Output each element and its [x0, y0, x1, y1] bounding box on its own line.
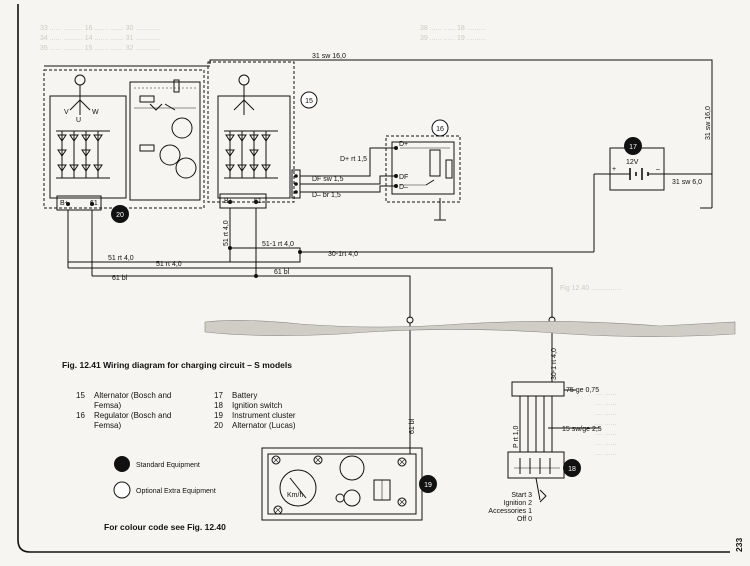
- svg-text:34 ...... .......... 14 .: 34 ...... .......... 14 ....... ....... …: [40, 35, 161, 42]
- bleed-through-texture: 33 ...... .......... 16 ....... ....... …: [40, 25, 622, 457]
- label-dminus: D– br 1,5: [312, 192, 341, 199]
- svg-text:.... ......: .... ......: [595, 420, 616, 427]
- legend-num-15: 15: [76, 391, 85, 400]
- svg-text:.... ......: .... ......: [595, 440, 616, 447]
- page-border: [17, 4, 730, 553]
- label-bplus-right: B+: [224, 198, 233, 205]
- label-61bl-vertical: 61 bl: [409, 418, 416, 434]
- label-31sw16-side: 31 sw 16,0: [705, 106, 712, 140]
- legend-num-20: 20: [214, 421, 223, 430]
- legend-text-17: Battery: [232, 391, 257, 400]
- svg-text:38 ...... ...... 18 ....: 38 ...... ...... 18 ..........: [420, 25, 486, 32]
- label-battery-plus: +: [612, 166, 616, 173]
- label-12v: 12V: [626, 159, 639, 166]
- marker-18-label: 18: [568, 466, 576, 473]
- switch-pos-3: Start 3: [511, 492, 532, 499]
- wire-labels: 31 sw 16,0 31 sw 16,0 D+ rt 1,5 DF sw 1,…: [60, 53, 712, 499]
- equipment-key: Standard Equipment Optional Extra Equipm…: [113, 456, 216, 499]
- marker-17: [624, 137, 642, 155]
- marker-16: [431, 119, 449, 137]
- wiring: [44, 59, 713, 448]
- label-dplus: D+ rt 1,5: [340, 156, 367, 163]
- label-stator-w: W: [92, 109, 99, 116]
- svg-text:33 ...... .......... 16 .: 33 ...... .......... 16 ....... ....... …: [40, 25, 161, 32]
- label-31sw16-top: 31 sw 16,0: [312, 53, 346, 60]
- regulator: [385, 135, 461, 221]
- label-75: 75 ge 0,75: [566, 387, 599, 394]
- svg-text:.... ......: .... ......: [595, 400, 616, 407]
- label-kmh: Km/h: [287, 492, 303, 499]
- label-15: 15 sw/ge 2,5: [562, 426, 602, 433]
- marker-19: [419, 475, 437, 493]
- label-bplus-left: B+: [60, 200, 69, 207]
- marker-16-label: 16: [436, 126, 444, 133]
- switch-pos-1: Accessories 1: [488, 508, 532, 515]
- svg-text:35 ...... .......... 15 .: 35 ...... .......... 15 ....... ....... …: [40, 45, 161, 52]
- legend-text-18: Ignition switch: [232, 401, 282, 410]
- label-regulator-dplus: D+: [399, 141, 408, 148]
- svg-text:.... ......: .... ......: [595, 390, 616, 397]
- label-regulator-dminus: D–: [399, 184, 408, 191]
- component-markers: 15 16 17 18 19 20: [111, 91, 642, 493]
- svg-text:Fig 12.40 ................: Fig 12.40 ................: [560, 285, 622, 292]
- optional-equipment-symbol: [113, 481, 131, 499]
- svg-text:.... ......: .... ......: [595, 450, 616, 457]
- legend-text-19: Instrument cluster: [232, 411, 296, 420]
- label-stator-u: U: [76, 117, 81, 124]
- marker-15: [300, 91, 318, 109]
- label-61bl-a: 61 bl: [112, 275, 128, 282]
- marker-19-label: 19: [424, 482, 432, 489]
- label-prt: P rt 1,0: [513, 425, 520, 448]
- switch-pos-0: Off 0: [517, 516, 532, 523]
- svg-text:.... ......: .... ......: [595, 430, 616, 437]
- label-61-right: 61: [254, 198, 262, 205]
- legend-text-16: Regulator (Bosch and: [94, 411, 171, 420]
- label-30-1-vertical: 30-1 rt 4,0: [551, 348, 558, 380]
- legend-text-15b: Femsa): [94, 401, 121, 410]
- ground-strip: [204, 320, 736, 337]
- figure-title: Fig. 12.41 Wiring diagram for charging c…: [62, 360, 292, 370]
- marker-18: [563, 459, 581, 477]
- standard-equipment-symbol: [114, 456, 130, 472]
- switch-positions: Start 3 Ignition 2 Accessories 1 Off 0: [488, 492, 532, 523]
- svg-text:39 ...... ...... 19 ....: 39 ...... ...... 19 ..........: [420, 35, 486, 42]
- standard-equipment-label: Standard Equipment: [136, 462, 200, 469]
- legend-num-18: 18: [214, 401, 223, 410]
- page-number: 233: [734, 538, 744, 552]
- instrument-cluster: [261, 447, 423, 521]
- label-battery-minus: –: [656, 166, 660, 173]
- marker-20: [111, 205, 129, 223]
- label-51rt4-a: 51 rt 4,0: [108, 255, 134, 262]
- marker-15-label: 15: [305, 98, 313, 105]
- marker-17-label: 17: [629, 144, 637, 151]
- ignition-switch: [507, 381, 600, 503]
- legend-text-16b: Femsa): [94, 421, 121, 430]
- svg-text:.... ......: .... ......: [595, 410, 616, 417]
- optional-equipment-label: Optional Extra Equipment: [136, 488, 216, 495]
- legend-text-20: Alternator (Lucas): [232, 421, 296, 430]
- label-61-left: 61: [90, 200, 98, 207]
- label-51-1: 51-1 rt 4,0: [262, 241, 294, 248]
- label-31sw6: 31 sw 6,0: [672, 179, 702, 186]
- label-61bl-b: 61 bl: [274, 269, 290, 276]
- marker-20-label: 20: [116, 212, 124, 219]
- legend-num-17: 17: [214, 391, 223, 400]
- legend-num-19: 19: [214, 411, 223, 420]
- legend-text-15: Alternator (Bosch and: [94, 391, 171, 400]
- label-stator-v: V: [64, 109, 69, 116]
- switch-pos-2: Ignition 2: [504, 500, 533, 507]
- label-regulator-df: DF: [399, 174, 408, 181]
- label-30-1: 30-1rt 4,0: [328, 251, 358, 258]
- colour-code-note: For colour code see Fig. 12.40: [104, 522, 226, 532]
- alternator-lucas: [43, 69, 205, 211]
- label-51rt4-b: 51 rt 4,0: [156, 261, 182, 268]
- label-df: DF sw 1,5: [312, 176, 344, 183]
- legend-num-16: 16: [76, 411, 85, 420]
- alternator-bosch: [207, 61, 301, 209]
- figure-legend: 15 Alternator (Bosch and Femsa) 16 Regul…: [76, 391, 296, 430]
- label-51rt4-vertical: 51 rt 4,0: [223, 220, 230, 246]
